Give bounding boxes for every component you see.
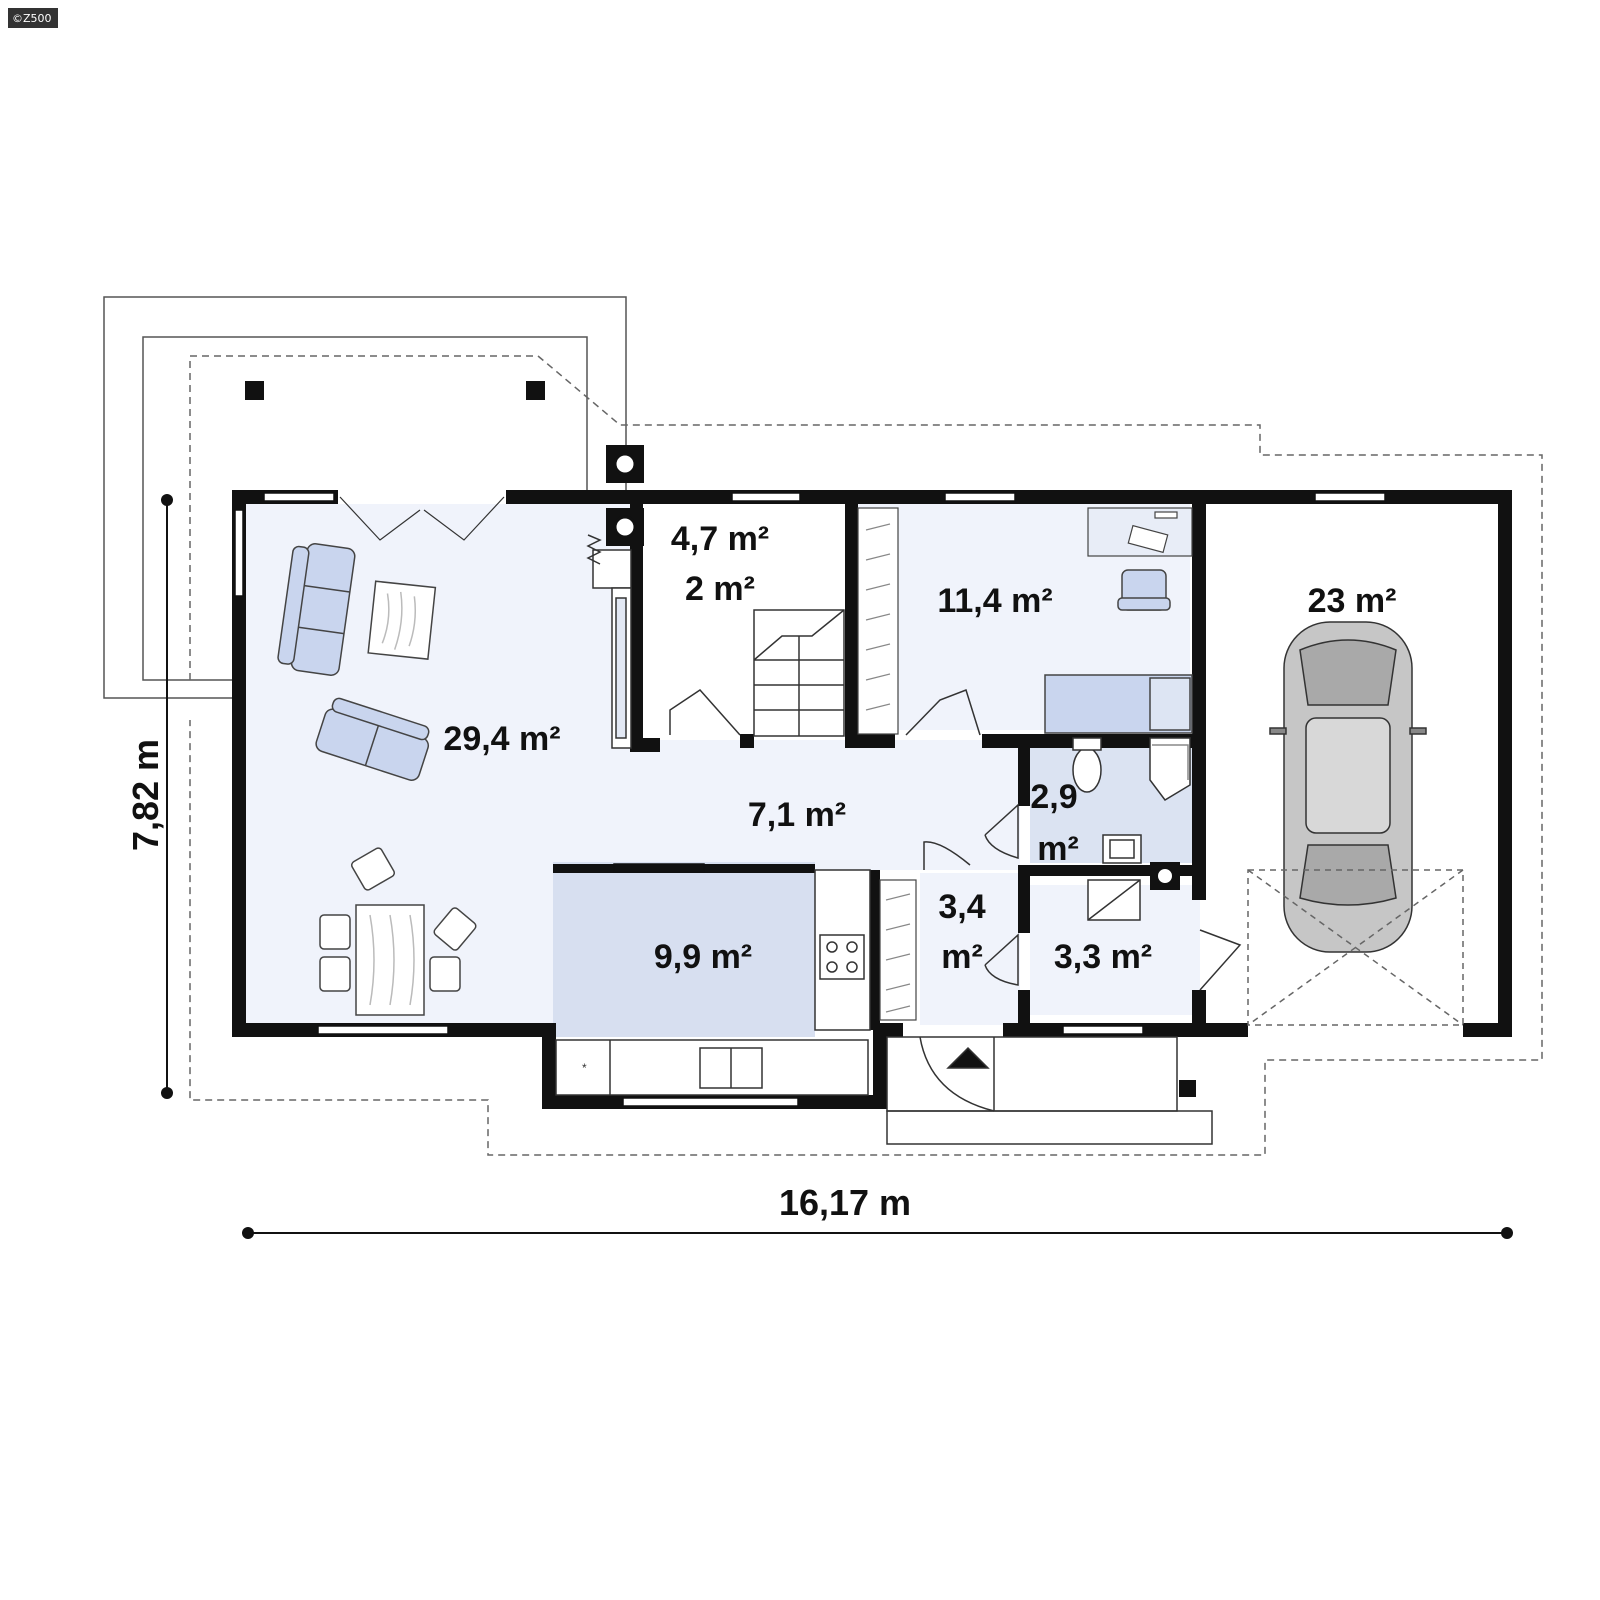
wall-south-entry <box>873 1023 903 1037</box>
staircase <box>753 609 845 737</box>
kitchen-area: 9,9 m² <box>654 938 752 976</box>
kitchen-floor <box>553 862 815 1037</box>
wall-bath-west <box>1018 734 1030 806</box>
entrance <box>886 1036 1213 1145</box>
dining-set <box>319 847 477 1016</box>
wall-vest-east-b <box>1018 990 1030 1035</box>
utility-area: 4,7 m² <box>671 520 769 558</box>
room-labels: 29,4 m² 4,7 m² 2 m² 11,4 m² 23 m² 7,1 m²… <box>443 520 1396 976</box>
wall-utility-east <box>845 500 858 738</box>
wardrobe-hall <box>879 879 917 1021</box>
dimension-width: 16,17 m <box>242 1182 1513 1239</box>
boiler-appliance <box>1087 879 1141 921</box>
wall-bedroom-south <box>845 734 895 748</box>
svg-text:*: * <box>582 1061 587 1075</box>
garage-door-swing <box>1247 869 1464 1026</box>
terrace-columns <box>245 381 1196 1097</box>
wall-south-garage-west <box>1198 1023 1248 1037</box>
hall-area: 7,1 m² <box>748 796 846 834</box>
wall-utility-bottom <box>630 738 660 752</box>
roof-outline <box>189 355 1543 1156</box>
wall-hall-kitchen-east <box>868 870 880 1030</box>
fireplace <box>586 534 632 749</box>
copyright-text: ©Z500 <box>12 12 52 25</box>
wall-vest-east <box>1018 865 1030 933</box>
wall-utility-west <box>630 500 643 752</box>
terrace-outline <box>103 296 627 699</box>
bedroom-area: 11,4 m² <box>937 582 1052 620</box>
wall-south-garage-east <box>1463 1023 1512 1037</box>
wardrobe-bedroom <box>857 507 899 735</box>
wall-garage-west <box>1192 500 1206 900</box>
desk <box>1087 507 1193 557</box>
garage-area: 23 m² <box>1308 582 1397 620</box>
wall-bath-south <box>1018 865 1198 876</box>
sofa-bottom <box>315 697 430 781</box>
terrace-door <box>338 490 506 541</box>
utility-area-second: 2 m² <box>685 570 755 608</box>
wall-kitchen-west <box>542 1023 556 1109</box>
wall-west <box>232 490 246 1037</box>
living-room-area: 29,4 m² <box>443 720 560 758</box>
wall-kitchen-east <box>873 1023 887 1109</box>
copyright-badge: ©Z500 <box>8 8 58 28</box>
wall-garage-west-b <box>1192 990 1206 1037</box>
bed <box>1044 674 1193 734</box>
bathroom-area-number: 2,9 <box>1030 778 1077 816</box>
wall-stair-bottom <box>740 734 754 748</box>
kitchen-fixtures: * <box>555 869 871 1096</box>
boiler-room-area: 3,3 m² <box>1054 938 1152 976</box>
hall-floor <box>640 740 1020 870</box>
depth-dimension-label: 7,82 m <box>125 739 166 851</box>
coffee-table <box>367 580 437 660</box>
sofa-left <box>277 543 356 676</box>
bedroom-chair <box>1117 569 1171 611</box>
chimney <box>606 445 1180 890</box>
vestibule-area-number: 3,4 <box>938 888 985 926</box>
vestibule-area-unit: m² <box>941 938 983 976</box>
windows <box>234 492 1386 1107</box>
doors <box>669 689 1242 991</box>
bathroom-area-unit: m² <box>1037 830 1079 868</box>
bathroom-fixtures <box>1072 737 1191 864</box>
dimension-depth: 7,82 m <box>125 494 173 1099</box>
width-dimension-label: 16,17 m <box>779 1182 911 1223</box>
wall-east <box>1498 490 1512 1037</box>
